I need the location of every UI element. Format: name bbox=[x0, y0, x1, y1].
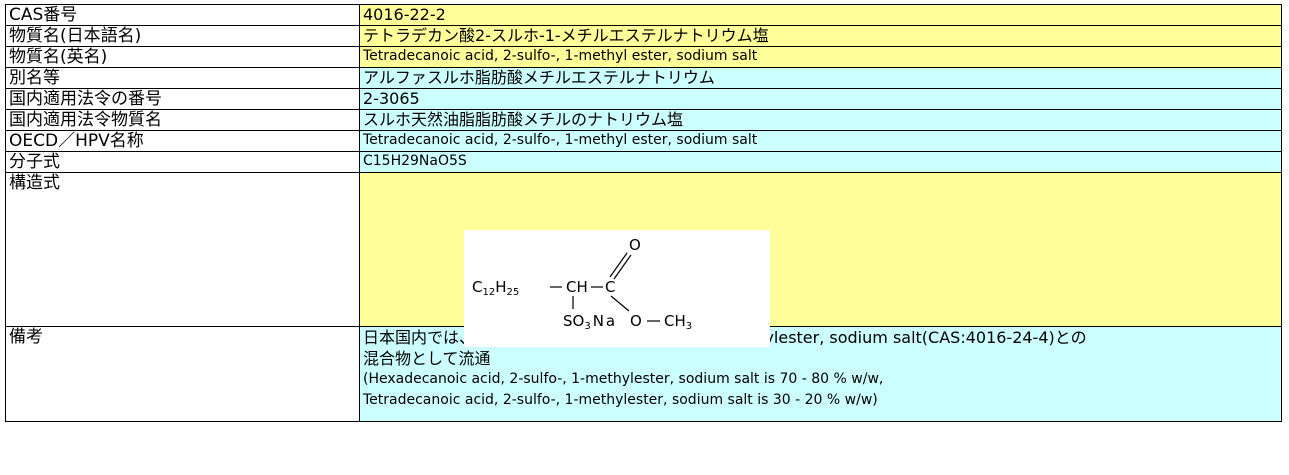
table-row-remarks: 備考 日本国内では、Hexadecanoic acid, 2-sulfo-, 1… bbox=[5, 326, 1282, 422]
label-structure[interactable]: 構造式 bbox=[5, 172, 360, 327]
value-name-en[interactable]: Tetradecanoic acid, 2-sulfo-, 1-methyl e… bbox=[359, 46, 1282, 68]
table-row-law-number: 国内適用法令の番号 2-3065 bbox=[5, 88, 1282, 110]
formula-chain-c: C bbox=[472, 278, 482, 296]
formula-chain-c-sub: 12 bbox=[482, 287, 495, 298]
value-law-name[interactable]: スルホ天然油脂脂肪酸メチルのナトリウム塩 bbox=[359, 109, 1282, 131]
bond-double-2 bbox=[613, 254, 632, 280]
value-remarks[interactable]: 日本国内では、Hexadecanoic acid, 2-sulfo-, 1-me… bbox=[359, 326, 1282, 422]
table-row-formula: 分子式 C15H29NaO5S bbox=[5, 151, 1282, 173]
svg-text:C12H25: C12H25 bbox=[472, 278, 519, 298]
label-name-jp[interactable]: 物質名(日本語名) bbox=[5, 25, 360, 47]
value-cas-number[interactable]: 4016-22-2 bbox=[359, 4, 1282, 26]
table-row-name-jp: 物質名(日本語名) テトラデカン酸2-スルホ-1-メチルエステルナトリウム塩 bbox=[5, 25, 1282, 47]
formula-carbonyl-c: C bbox=[605, 278, 615, 296]
label-alias[interactable]: 別名等 bbox=[5, 67, 360, 89]
label-name-en[interactable]: 物質名(英名) bbox=[5, 46, 360, 68]
formula-sulfo: SO bbox=[563, 312, 584, 330]
svg-text:CH3: CH3 bbox=[664, 312, 692, 332]
label-formula[interactable]: 分子式 bbox=[5, 151, 360, 173]
value-name-jp[interactable]: テトラデカン酸2-スルホ-1-メチルエステルナトリウム塩 bbox=[359, 25, 1282, 47]
bond-c-ester-o bbox=[610, 295, 630, 312]
value-law-number[interactable]: 2-3065 bbox=[359, 88, 1282, 110]
formula-sodium: Na bbox=[593, 312, 617, 330]
formula-ch: CH bbox=[566, 278, 588, 296]
bond-double-1 bbox=[609, 252, 628, 278]
substance-info-table: CAS番号 4016-22-2 物質名(日本語名) テトラデカン酸2-スルホ-1… bbox=[5, 4, 1282, 422]
table-row-law-name: 国内適用法令物質名 スルホ天然油脂脂肪酸メチルのナトリウム塩 bbox=[5, 109, 1282, 131]
remarks-line-3: (Hexadecanoic acid, 2-sulfo-, 1-methyles… bbox=[363, 371, 884, 387]
label-remarks[interactable]: 備考 bbox=[5, 326, 360, 422]
table-row-alias: 別名等 アルファスルホ脂肪酸メチルエステルナトリウム bbox=[5, 67, 1282, 89]
formula-chain-h: H bbox=[495, 278, 506, 296]
label-law-name[interactable]: 国内適用法令物質名 bbox=[5, 109, 360, 131]
formula-sulfo-sub: 3 bbox=[584, 321, 590, 332]
formula-ester-o: O bbox=[630, 312, 642, 330]
value-formula[interactable]: C15H29NaO5S bbox=[359, 151, 1282, 173]
formula-carbonyl-o: O bbox=[629, 236, 641, 254]
formula-chain-h-sub: 25 bbox=[507, 287, 520, 298]
remarks-line-2: 混合物として流通 bbox=[363, 349, 491, 368]
table-row-name-en: 物質名(英名) Tetradecanoic acid, 2-sulfo-, 1-… bbox=[5, 46, 1282, 68]
formula-methyl: CH bbox=[664, 312, 686, 330]
label-oecd-name[interactable]: OECD／HPV名称 bbox=[5, 130, 360, 152]
label-law-number[interactable]: 国内適用法令の番号 bbox=[5, 88, 360, 110]
remarks-line-4: Tetradecanoic acid, 2-sulfo-, 1-methyles… bbox=[363, 392, 878, 408]
table-row-oecd-name: OECD／HPV名称 Tetradecanoic acid, 2-sulfo-,… bbox=[5, 130, 1282, 152]
value-oecd-name[interactable]: Tetradecanoic acid, 2-sulfo-, 1-methyl e… bbox=[359, 130, 1282, 152]
formula-methyl-sub: 3 bbox=[686, 321, 692, 332]
table-row-cas: CAS番号 4016-22-2 bbox=[5, 4, 1282, 26]
value-alias[interactable]: アルファスルホ脂肪酸メチルエステルナトリウム bbox=[359, 67, 1282, 89]
label-cas-number[interactable]: CAS番号 bbox=[5, 4, 360, 26]
